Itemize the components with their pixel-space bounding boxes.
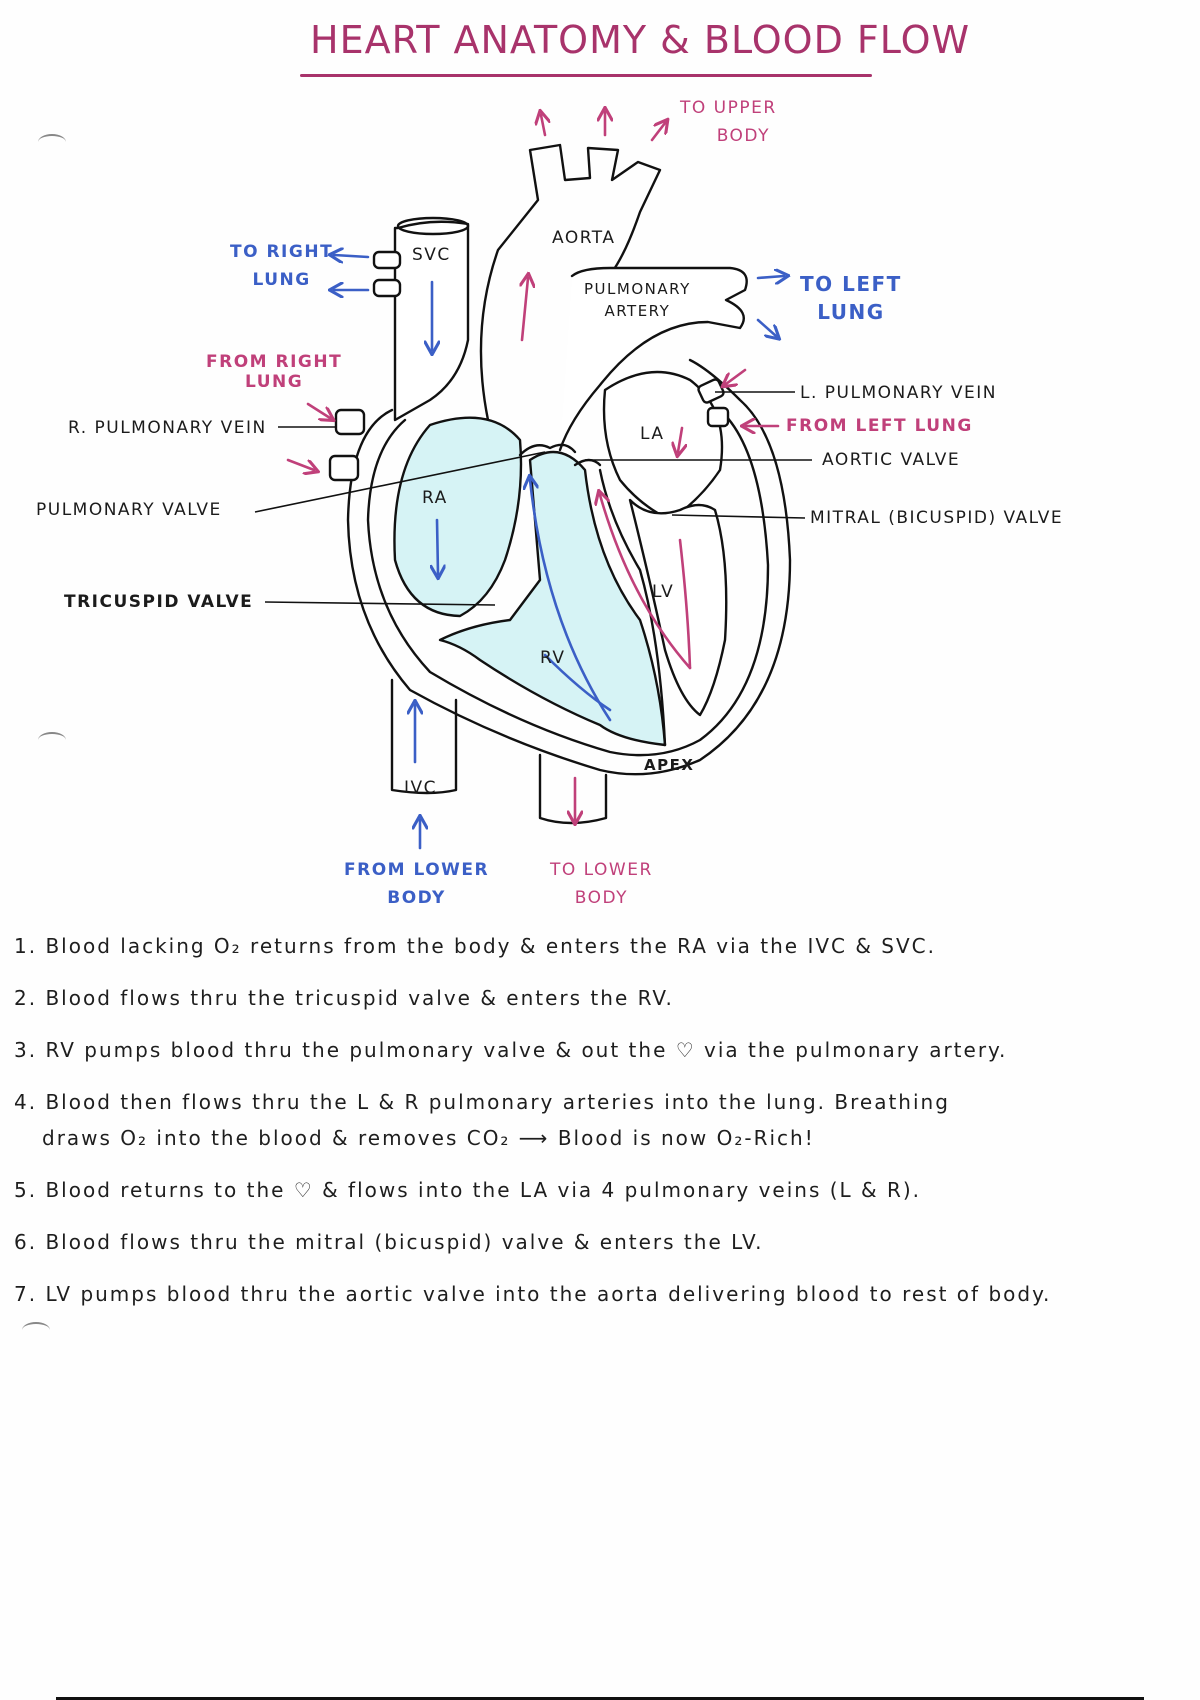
hole-punch-mark xyxy=(22,1322,50,1338)
callout-pulmonary-valve: PULMONARY VALVE xyxy=(36,500,222,520)
arrow-lv-down xyxy=(678,538,692,670)
label-to-left-lung: TO LEFT LUNG xyxy=(800,272,902,324)
label-to-upper-body: TO UPPER BODY xyxy=(680,98,777,146)
label-to-right-lung: TO RIGHT LUNG xyxy=(230,242,334,290)
label-from-lower-body: FROM LOWER BODY xyxy=(344,860,490,908)
arrow-to-upper-body xyxy=(541,115,545,137)
callout-r-pulmonary-vein: R. PULMONARY VEIN xyxy=(68,418,267,438)
callout-aortic-valve: AORTIC VALVE xyxy=(822,450,961,470)
hole-punch-mark xyxy=(38,134,66,150)
page-title: HEART ANATOMY & BLOOD FLOW xyxy=(310,18,971,62)
bottom-rule xyxy=(56,1697,1144,1700)
right-pulmonary-artery-branch xyxy=(372,278,402,298)
pulmonary-valve-cusps xyxy=(518,443,577,457)
arrow-to-right-lung xyxy=(334,255,370,257)
step-3: 3. RV pumps blood thru the pulmonary val… xyxy=(14,1038,1008,1062)
arrow-from-left-lung-upper xyxy=(726,368,747,384)
ivc-vessel xyxy=(390,678,458,795)
arrow-to-upper-body xyxy=(650,123,665,142)
right-atrium xyxy=(393,416,523,618)
right-pulmonary-vein xyxy=(334,408,366,436)
step-5: 5. Blood returns to the ♡ & flows into t… xyxy=(14,1178,922,1202)
callout-tricuspid-valve: TRICUSPID VALVE xyxy=(64,592,254,612)
arrow-from-right-lung xyxy=(306,402,330,418)
label-lv: LV xyxy=(652,582,675,602)
heart-diagram xyxy=(254,0,812,850)
step-4: 4. Blood then flows thru the L & R pulmo… xyxy=(14,1090,950,1150)
label-la: LA xyxy=(640,424,665,444)
label-pulmonary-artery: PULMONARY ARTERY xyxy=(584,280,691,320)
label-ivc: IVC xyxy=(404,778,438,798)
svc-opening xyxy=(396,216,470,236)
aortic-arch xyxy=(479,143,662,422)
heart-outer-wall xyxy=(346,358,792,776)
arrow-rv-up xyxy=(530,480,612,722)
heart-inner-wall xyxy=(366,413,770,757)
arrow-from-right-lung xyxy=(286,458,314,470)
step-6: 6. Blood flows thru the mitral (bicuspid… xyxy=(14,1230,764,1254)
left-pulmonary-vein xyxy=(706,406,730,428)
left-atrium xyxy=(602,370,724,522)
arrow-ra-down xyxy=(437,518,438,574)
blood-flow-steps: 1. Blood lacking O₂ returns from the bod… xyxy=(14,928,1184,1312)
callout-mitral-valve: MITRAL (BICUSPID) VALVE xyxy=(810,508,1064,528)
arrow-aorta-up xyxy=(522,278,528,342)
callout-l-pulmonary-vein: L. PULMONARY VEIN xyxy=(800,383,997,403)
label-from-left-lung: FROM LEFT LUNG xyxy=(786,416,973,436)
leader-tricuspid-valve xyxy=(264,601,496,606)
label-aorta: AORTA xyxy=(552,228,616,248)
label-to-lower-body: TO LOWER BODY xyxy=(550,860,653,908)
arrow-to-left-lung xyxy=(756,276,784,278)
step-1: 1. Blood lacking O₂ returns from the bod… xyxy=(14,934,937,958)
label-from-right-lung: FROM RIGHT LUNG xyxy=(206,352,343,392)
right-pulmonary-vein xyxy=(328,454,360,482)
label-ra: RA xyxy=(422,488,448,508)
arrow-la-down xyxy=(678,426,682,452)
right-pulmonary-artery-branch xyxy=(372,250,402,270)
label-rv: RV xyxy=(540,648,566,668)
hole-punch-mark xyxy=(38,732,66,748)
leader-pulmonary-valve xyxy=(254,451,546,513)
pulmonary-artery xyxy=(558,266,748,452)
arrow-rv-inner xyxy=(543,653,612,712)
label-apex: APEX xyxy=(644,756,695,774)
arrow-to-left-lung xyxy=(756,318,776,336)
step-7: 7. LV pumps blood thru the aortic valve … xyxy=(14,1282,1052,1306)
leader-mitral-valve xyxy=(671,514,806,519)
title-underline xyxy=(300,74,872,77)
descending-aorta xyxy=(538,753,608,825)
arrow-lv-up xyxy=(600,495,692,670)
label-svc: SVC xyxy=(412,245,451,265)
step-2: 2. Blood flows thru the tricuspid valve … xyxy=(14,986,674,1010)
